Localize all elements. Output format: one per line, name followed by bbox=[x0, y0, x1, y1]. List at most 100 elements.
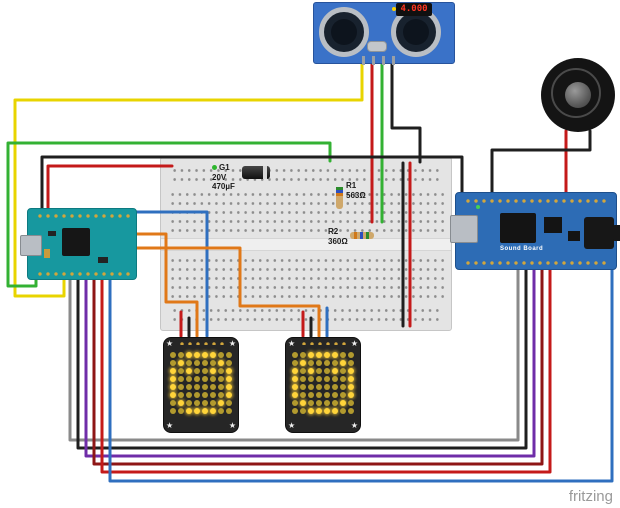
led-dot bbox=[292, 352, 298, 358]
led-dot bbox=[194, 360, 200, 366]
led-dot bbox=[226, 376, 232, 382]
led-dot bbox=[178, 368, 184, 374]
led-dot bbox=[340, 368, 346, 374]
mounting-star-hole: ★ bbox=[350, 421, 358, 430]
micro-usb-connector bbox=[450, 215, 478, 243]
sound-board: Sound Board bbox=[450, 192, 620, 270]
sound-board-bottom-pins bbox=[462, 259, 610, 265]
led-dot bbox=[218, 368, 224, 374]
led-dot bbox=[202, 360, 208, 366]
led-dot bbox=[332, 384, 338, 390]
led-dot bbox=[300, 368, 306, 374]
led-dot bbox=[348, 352, 354, 358]
resistor-r2 bbox=[350, 232, 374, 239]
led-dot bbox=[170, 400, 176, 406]
led-dot bbox=[292, 376, 298, 382]
led-dot bbox=[170, 360, 176, 366]
led-dot bbox=[340, 360, 346, 366]
led-matrix-grid bbox=[291, 351, 355, 415]
led-matrix-pins bbox=[298, 340, 348, 345]
led-dot bbox=[292, 368, 298, 374]
led-matrix-1: ★ ★ ★ ★ bbox=[163, 337, 239, 433]
r1-value: 563Ω bbox=[346, 190, 366, 200]
led-dot bbox=[210, 408, 216, 414]
led-dot bbox=[202, 400, 208, 406]
led-dot bbox=[178, 352, 184, 358]
led-dot bbox=[340, 408, 346, 414]
led-dot bbox=[340, 400, 346, 406]
led-dot bbox=[210, 360, 216, 366]
transducer-mesh bbox=[331, 19, 357, 45]
led-dot bbox=[202, 384, 208, 390]
led-dot bbox=[348, 408, 354, 414]
smd-component bbox=[568, 231, 580, 241]
speaker bbox=[541, 58, 615, 132]
breadboard-lower-grid bbox=[167, 254, 445, 299]
sensor-display: 4.000 bbox=[396, 3, 432, 16]
headphone-jack bbox=[584, 217, 614, 249]
led-dot bbox=[170, 392, 176, 398]
led-dot bbox=[194, 376, 200, 382]
led-dot bbox=[170, 376, 176, 382]
capacitor-label: G1 20V 470µF bbox=[212, 163, 235, 192]
capacitor-stripe bbox=[263, 166, 267, 179]
led-dot bbox=[340, 392, 346, 398]
mounting-star-hole: ★ bbox=[228, 339, 236, 348]
led-dot bbox=[202, 352, 208, 358]
led-dot bbox=[324, 352, 330, 358]
led-dot bbox=[202, 368, 208, 374]
led-dot bbox=[324, 384, 330, 390]
wire-speaker-black bbox=[490, 129, 592, 199]
led-dot bbox=[178, 400, 184, 406]
led-dot bbox=[186, 360, 192, 366]
led-dot bbox=[210, 376, 216, 382]
led-dot bbox=[348, 360, 354, 366]
led-dot bbox=[332, 352, 338, 358]
resistor-r1 bbox=[336, 187, 343, 209]
led-dot bbox=[316, 400, 322, 406]
led-dot bbox=[324, 392, 330, 398]
sensor-pin bbox=[362, 56, 365, 65]
led-dot bbox=[348, 376, 354, 382]
wire-sensor-black bbox=[390, 58, 422, 164]
led-dot bbox=[186, 368, 192, 374]
net-dot bbox=[212, 165, 217, 170]
led-dot bbox=[170, 368, 176, 374]
led-dot bbox=[308, 400, 314, 406]
led-dot bbox=[194, 384, 200, 390]
r2-ref: R2 bbox=[328, 227, 339, 236]
led-dot bbox=[178, 376, 184, 382]
led-dot bbox=[316, 352, 322, 358]
led-dot bbox=[300, 384, 306, 390]
led-matrix-grid bbox=[169, 351, 233, 415]
led-dot bbox=[332, 400, 338, 406]
led-dot bbox=[332, 392, 338, 398]
led-dot bbox=[170, 352, 176, 358]
microcontroller-chip bbox=[62, 228, 90, 256]
mounting-star-hole: ★ bbox=[350, 339, 358, 348]
led-dot bbox=[332, 408, 338, 414]
transducer-mesh bbox=[403, 19, 429, 45]
led-dot bbox=[324, 400, 330, 406]
led-dot bbox=[308, 384, 314, 390]
sensor-pin bbox=[372, 56, 375, 65]
led-dot bbox=[186, 408, 192, 414]
led-dot bbox=[194, 400, 200, 406]
led-matrix-pins bbox=[176, 340, 226, 345]
electrolytic-capacitor bbox=[242, 166, 270, 179]
led-dot bbox=[194, 408, 200, 414]
ultrasonic-transducer-left bbox=[319, 7, 369, 57]
led-dot bbox=[340, 376, 346, 382]
led-dot bbox=[308, 368, 314, 374]
breadboard-center-channel bbox=[161, 238, 451, 251]
led-dot bbox=[292, 360, 298, 366]
capacitor-voltage: 20V bbox=[212, 172, 227, 182]
smd-component bbox=[44, 249, 50, 258]
led-dot bbox=[186, 392, 192, 398]
speaker-ring bbox=[551, 68, 601, 118]
r2-label: R2 360Ω bbox=[328, 227, 348, 246]
led-dot bbox=[316, 392, 322, 398]
led-dot bbox=[210, 368, 216, 374]
led-dot bbox=[210, 400, 216, 406]
